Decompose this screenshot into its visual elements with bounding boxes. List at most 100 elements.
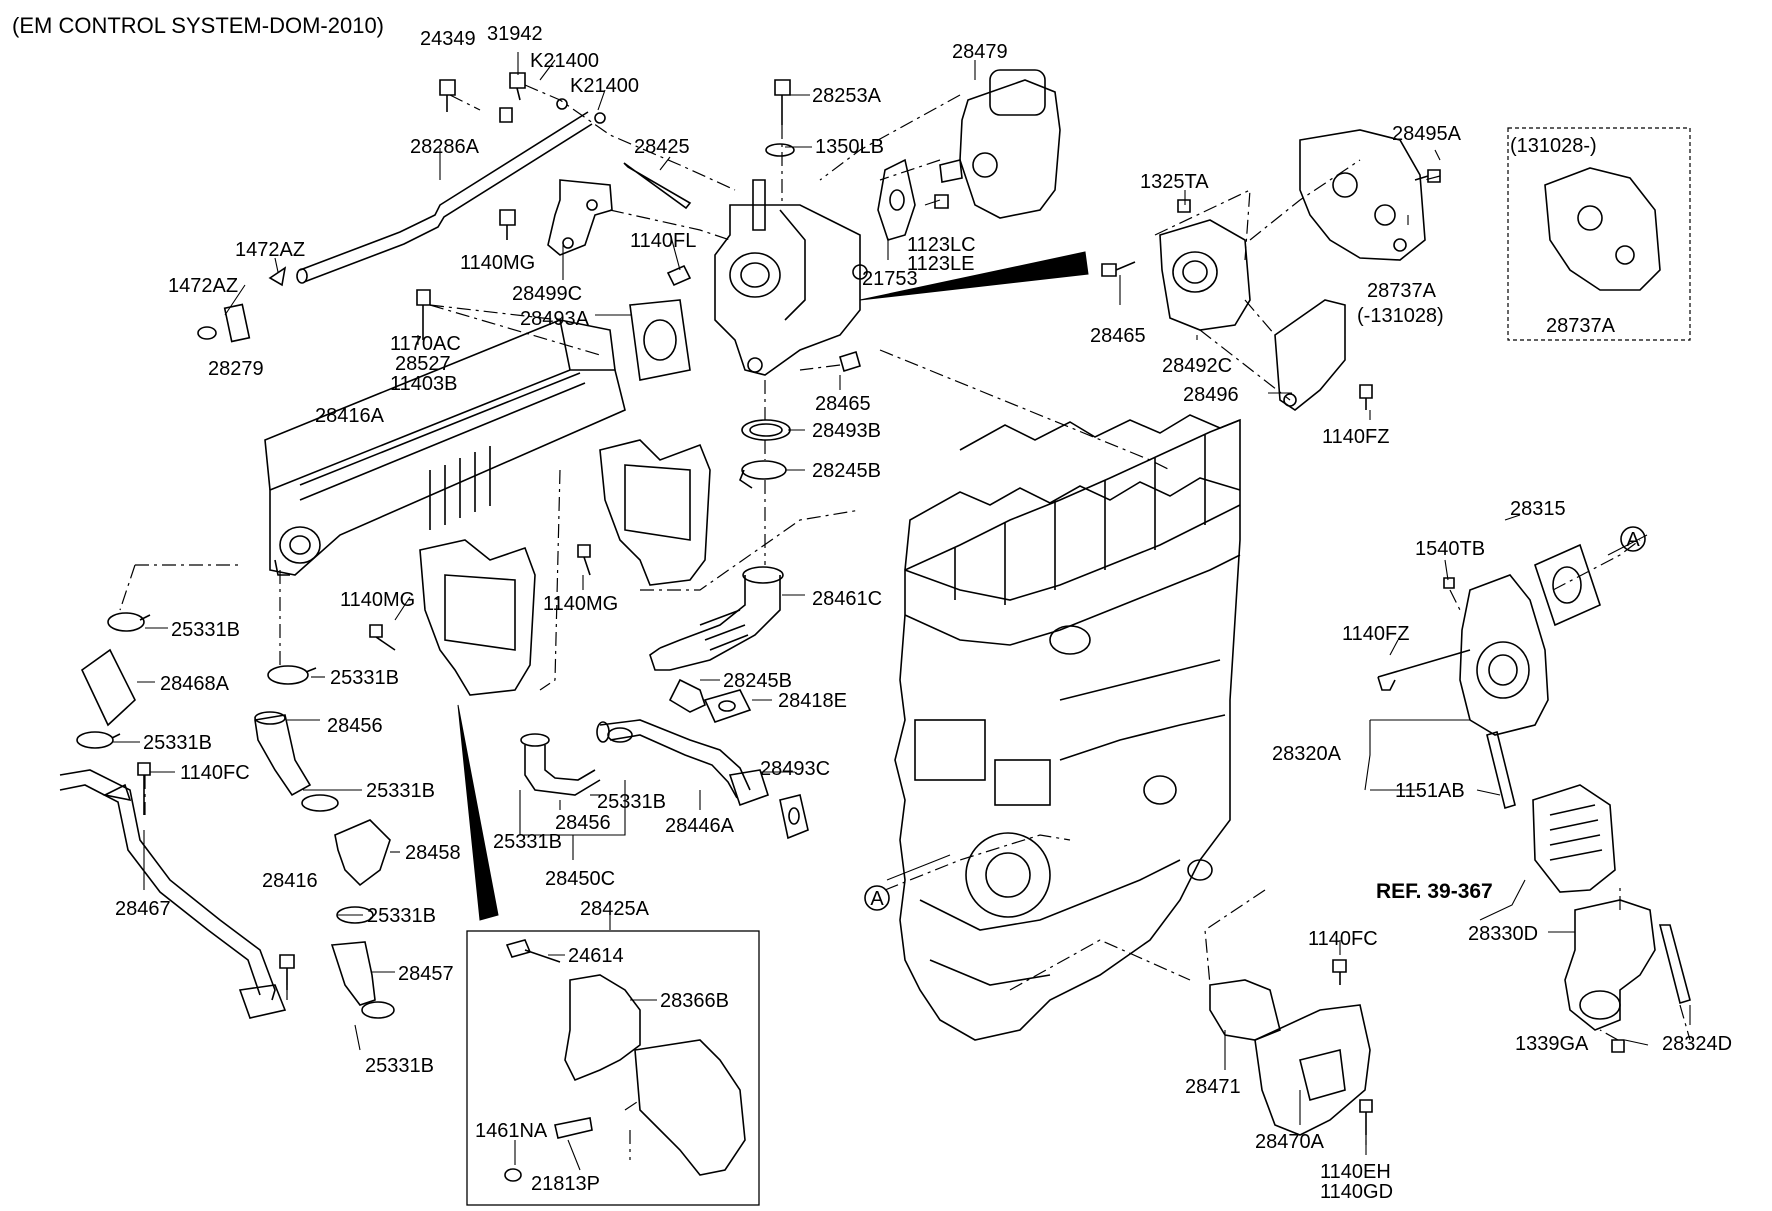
label-28493c: 28493C	[760, 758, 830, 780]
assembly-lines	[119, 84, 1691, 1160]
label-1140mg: 1140MG	[340, 589, 415, 611]
label-28320a: 28320A	[1272, 743, 1342, 765]
bolts-right-top	[1101, 169, 1441, 410]
label-28493b: 28493B	[812, 420, 881, 442]
label-28468a: 28468A	[160, 673, 230, 695]
housing-28737a	[1299, 129, 1426, 261]
egr-cooler-28416a	[264, 318, 626, 576]
label-28456: 28456	[327, 715, 383, 737]
label-1140fl: 1140FL	[630, 230, 696, 252]
label-1123lc: 1123LC	[907, 234, 976, 256]
pipe-28446a	[596, 719, 769, 807]
pipe-28467	[59, 769, 287, 1019]
label-1123le: 1123LE	[907, 253, 974, 275]
label-28425: 28425	[634, 136, 690, 158]
label-28366b: 28366B	[660, 990, 729, 1012]
label-k21400: K21400	[530, 50, 599, 72]
label-28465: 28465	[1090, 325, 1146, 347]
bracket-mid-lower	[419, 539, 536, 696]
gasket-28418e	[703, 689, 752, 723]
label-25331b: 25331B	[143, 732, 212, 754]
label-131028b: (-131028)	[1357, 305, 1444, 327]
label-28458: 28458	[405, 842, 461, 864]
label-28527: 28527	[395, 353, 451, 375]
label-28499c: 28499C	[512, 283, 582, 305]
label-ref-39-367: REF. 39-367	[1376, 880, 1493, 903]
label-21813p: 21813P	[531, 1173, 600, 1195]
label-1170ac: 1170AC	[390, 333, 461, 355]
label-1472az: 1472AZ	[168, 275, 238, 297]
label-25331b: 25331B	[493, 831, 562, 853]
label-21753: 21753	[862, 268, 918, 290]
bracket-28496	[1274, 299, 1346, 411]
clamp-25331b-c	[267, 665, 317, 685]
bolts-mid	[369, 544, 591, 651]
label-28245b: 28245B	[723, 670, 792, 692]
label-28245b: 28245B	[812, 460, 881, 482]
label-1140fc: 1140FC	[1308, 928, 1378, 950]
callout-a-right: A	[1620, 526, 1646, 552]
label-1140mg: 1140MG	[460, 252, 535, 274]
label-11403b: 11403B	[390, 373, 457, 395]
label-1140gd: 1140GD	[1320, 1181, 1393, 1203]
pipe-28461c	[649, 566, 784, 713]
label-1140mg: 1140MG	[543, 593, 618, 615]
label-28279: 28279	[208, 358, 264, 380]
label-28467: 28467	[115, 898, 171, 920]
label-28425a: 28425A	[580, 898, 650, 920]
label-24614: 24614	[568, 945, 624, 967]
bolts-valve	[666, 79, 949, 373]
label-1140fz: 1140FZ	[1342, 623, 1409, 645]
label-28446a: 28446A	[665, 815, 735, 837]
bolt-28324d	[1658, 924, 1691, 1005]
egr-valve-housing	[714, 179, 868, 376]
label-k21400: K21400	[570, 75, 639, 97]
label-28253a: 28253A	[812, 85, 882, 107]
label-28330d: 28330D	[1468, 923, 1538, 945]
label-28470a: 28470A	[1255, 1131, 1325, 1153]
callout-a-left: A	[864, 885, 890, 911]
label-1140fc: 1140FC	[180, 762, 250, 784]
label-28324d: 28324D	[1662, 1033, 1732, 1055]
label-28479: 28479	[952, 41, 1008, 63]
part-labels: 24349 31942 K21400 K21400 28479 28253A 2…	[115, 23, 1732, 1203]
hose-28456-a	[254, 711, 312, 797]
label-25331b: 25331B	[365, 1055, 434, 1077]
label-28457: 28457	[398, 963, 454, 985]
label-28496: 28496	[1183, 384, 1239, 406]
label-25331b: 25331B	[366, 780, 435, 802]
hose-28468a	[80, 648, 136, 727]
label-1151ab: 1151AB	[1395, 780, 1465, 802]
clamp-28245b	[739, 460, 787, 489]
detail-box-131028	[1507, 127, 1691, 341]
label-131028: (131028-)	[1510, 135, 1597, 157]
label-25331b: 25331B	[367, 905, 436, 927]
label-28465: 28465	[815, 393, 871, 415]
actuator-28479	[939, 69, 1061, 219]
label-24349: 24349	[420, 28, 476, 50]
clamp-25331b-d	[301, 794, 339, 812]
clamp-25331b-b	[76, 731, 121, 749]
flange-28320a	[1459, 574, 1549, 736]
hose-28457	[330, 941, 376, 1006]
label-1540tb: 1540TB	[1415, 538, 1485, 560]
label-25331b: 25331B	[171, 619, 240, 641]
label-28495a: 28495A	[1392, 123, 1462, 145]
label-28493a: 28493A	[520, 308, 590, 330]
clamp-25331b-a	[107, 612, 151, 632]
cooler-ref-39-367	[1532, 784, 1616, 893]
label-1339ga: 1339GA	[1515, 1033, 1589, 1055]
hose-28458	[334, 819, 391, 887]
label-1350lb: 1350LB	[815, 136, 884, 158]
detail-box-28425a	[466, 930, 760, 1206]
clamp-25331b-f	[361, 1001, 395, 1019]
bolts-right-lower	[1377, 577, 1625, 1053]
stud-1151ab	[1486, 730, 1516, 810]
label-1325ta: 1325TA	[1140, 171, 1209, 193]
gasket-28315	[1534, 543, 1601, 627]
leader-lines	[113, 52, 1691, 1171]
module-28470a	[1209, 979, 1371, 1136]
egr-pipe-28286a	[296, 111, 593, 284]
hose-28456-b	[520, 727, 633, 796]
